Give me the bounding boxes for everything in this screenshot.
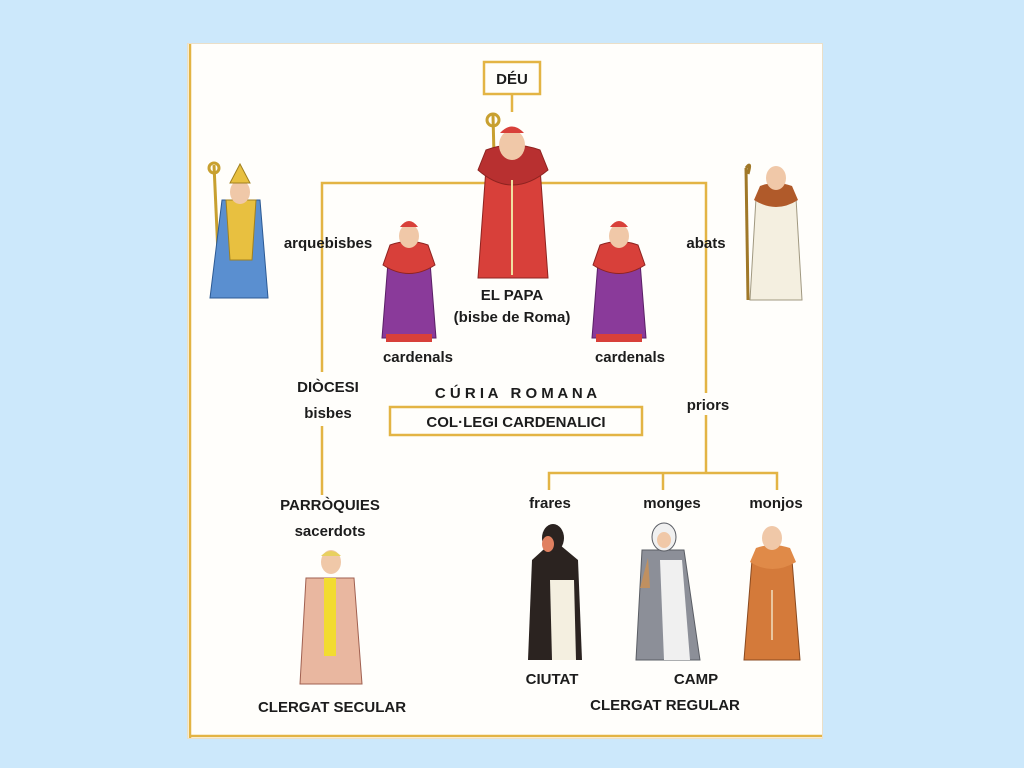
nun-figure xyxy=(635,522,701,661)
archbishop-figure xyxy=(207,161,269,299)
monk-figure xyxy=(743,526,801,661)
priors-label: priors xyxy=(687,397,730,414)
deu-box xyxy=(482,60,542,96)
bishops-label: bisbes xyxy=(304,405,352,422)
diocese-label: DIÒCESI xyxy=(297,378,359,396)
priors-mask xyxy=(682,393,732,415)
diocese-mask xyxy=(292,374,354,426)
college-box xyxy=(388,405,644,437)
pope-name-label: EL PAPA xyxy=(481,287,544,304)
priests-label: sacerdots xyxy=(295,523,366,540)
friar-figure xyxy=(528,524,582,660)
parishes-label: PARRÒQUIES xyxy=(280,496,380,514)
pope-figure xyxy=(477,112,549,279)
archbishops-label: arquebisbes xyxy=(284,235,372,252)
pope-note-label: (bisbe de Roma) xyxy=(454,309,571,326)
abbot-figure xyxy=(744,163,803,301)
city-label: CIUTAT xyxy=(526,671,579,688)
secular-clergy-label: CLERGAT SECULAR xyxy=(258,699,406,716)
abbots-label: abats xyxy=(686,235,725,252)
deu-label: DÉU xyxy=(496,71,528,88)
priest-figure xyxy=(299,550,363,685)
countryside-label: CAMP xyxy=(674,671,718,688)
cardinals-left-label: cardenals xyxy=(383,349,453,366)
monks-label: monjos xyxy=(749,495,802,512)
curia-label: C Ú R I A R O M A N A xyxy=(435,384,597,402)
cardinals-right-label: cardenals xyxy=(595,349,665,366)
cardinal-right-figure xyxy=(591,221,647,342)
friars-label: frares xyxy=(529,495,571,512)
nuns-label: monges xyxy=(643,495,701,512)
cardinal-left-figure xyxy=(381,221,437,342)
college-label: COL·LEGI CARDENALICI xyxy=(426,414,605,431)
regular-clergy-label: CLERGAT REGULAR xyxy=(590,697,740,714)
